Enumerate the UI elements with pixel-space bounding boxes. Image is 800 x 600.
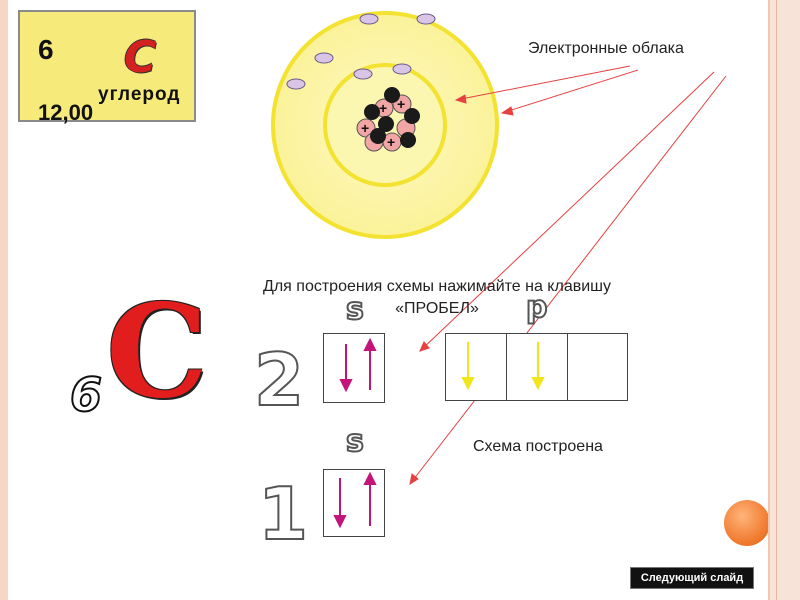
element-name: углерод [98, 84, 181, 105]
slide-frame-right [768, 0, 800, 600]
arrowhead [339, 379, 353, 393]
electron [416, 13, 436, 25]
proton-charge: + [387, 134, 395, 150]
arrowhead [531, 377, 545, 391]
neutron [404, 108, 420, 124]
electron [353, 68, 373, 80]
proton-charge: + [397, 96, 405, 112]
pointer-inner-shell [455, 65, 631, 101]
arrowhead [409, 473, 419, 486]
electrons [286, 13, 436, 90]
nucleus: + + + + [356, 87, 420, 152]
energy-level-1-number: 1 [257, 471, 309, 557]
pointer-1s [409, 75, 727, 485]
neutron [364, 104, 380, 120]
arrowhead [454, 94, 467, 104]
atomic-number: 6 [38, 34, 54, 65]
neutron [384, 87, 400, 103]
electron-clouds-label: Электронные облака [528, 40, 684, 57]
arrowhead [500, 106, 514, 116]
arrowhead [363, 471, 377, 485]
energy-level-2-number: 2 [253, 337, 305, 423]
sublevel-1s-label: s [345, 423, 365, 460]
atom-diagram: + + + + [271, 11, 727, 486]
arrowhead [333, 515, 347, 529]
orbital-2p-cell-1 [445, 333, 507, 401]
electron [314, 52, 334, 64]
orbital-1s-cell [323, 469, 385, 537]
pointer-2s [419, 71, 715, 352]
element-card: 6 C углерод 12,00 [18, 10, 196, 125]
hint-line-2: «ПРОБЕЛ» [395, 300, 479, 317]
spacebar-hint: Для построения схемы нажимайте на клавиш… [214, 276, 660, 320]
neutron [370, 128, 386, 144]
electron-spin-arrows [333, 337, 545, 529]
slide-frame-left [0, 0, 8, 600]
next-slide-button[interactable]: Следующий слайд [630, 567, 754, 589]
arrowhead [363, 337, 377, 351]
neutron [378, 116, 394, 132]
sublevel-2s-label: s [345, 291, 365, 328]
proton-charge: + [379, 100, 387, 116]
electron [392, 63, 412, 75]
electron [359, 13, 379, 25]
sublevel-2p-label: p [525, 289, 549, 326]
pointer-outer-shell [501, 69, 639, 114]
arrowhead [419, 341, 430, 352]
hint-line-1: Для построения схемы нажимайте на клавиш… [263, 278, 611, 295]
slide-canvas: 6 C углерод 12,00 + + [8, 0, 770, 600]
orbital-2p-cell-3 [567, 333, 628, 401]
orbital-2s-cell [323, 333, 385, 403]
proton-charge: + [361, 120, 369, 136]
arrowhead [461, 377, 475, 391]
atomic-mass: 12,00 [38, 100, 94, 125]
large-atomic-number: 6 [69, 367, 103, 423]
pointer-lines [409, 65, 727, 486]
neutron [400, 132, 416, 148]
large-element-symbol: C [106, 277, 208, 427]
electron [286, 78, 306, 90]
decorative-orange-circle [724, 500, 770, 546]
scheme-done-label: Схема построена [473, 438, 603, 455]
element-symbol: C [124, 32, 159, 83]
